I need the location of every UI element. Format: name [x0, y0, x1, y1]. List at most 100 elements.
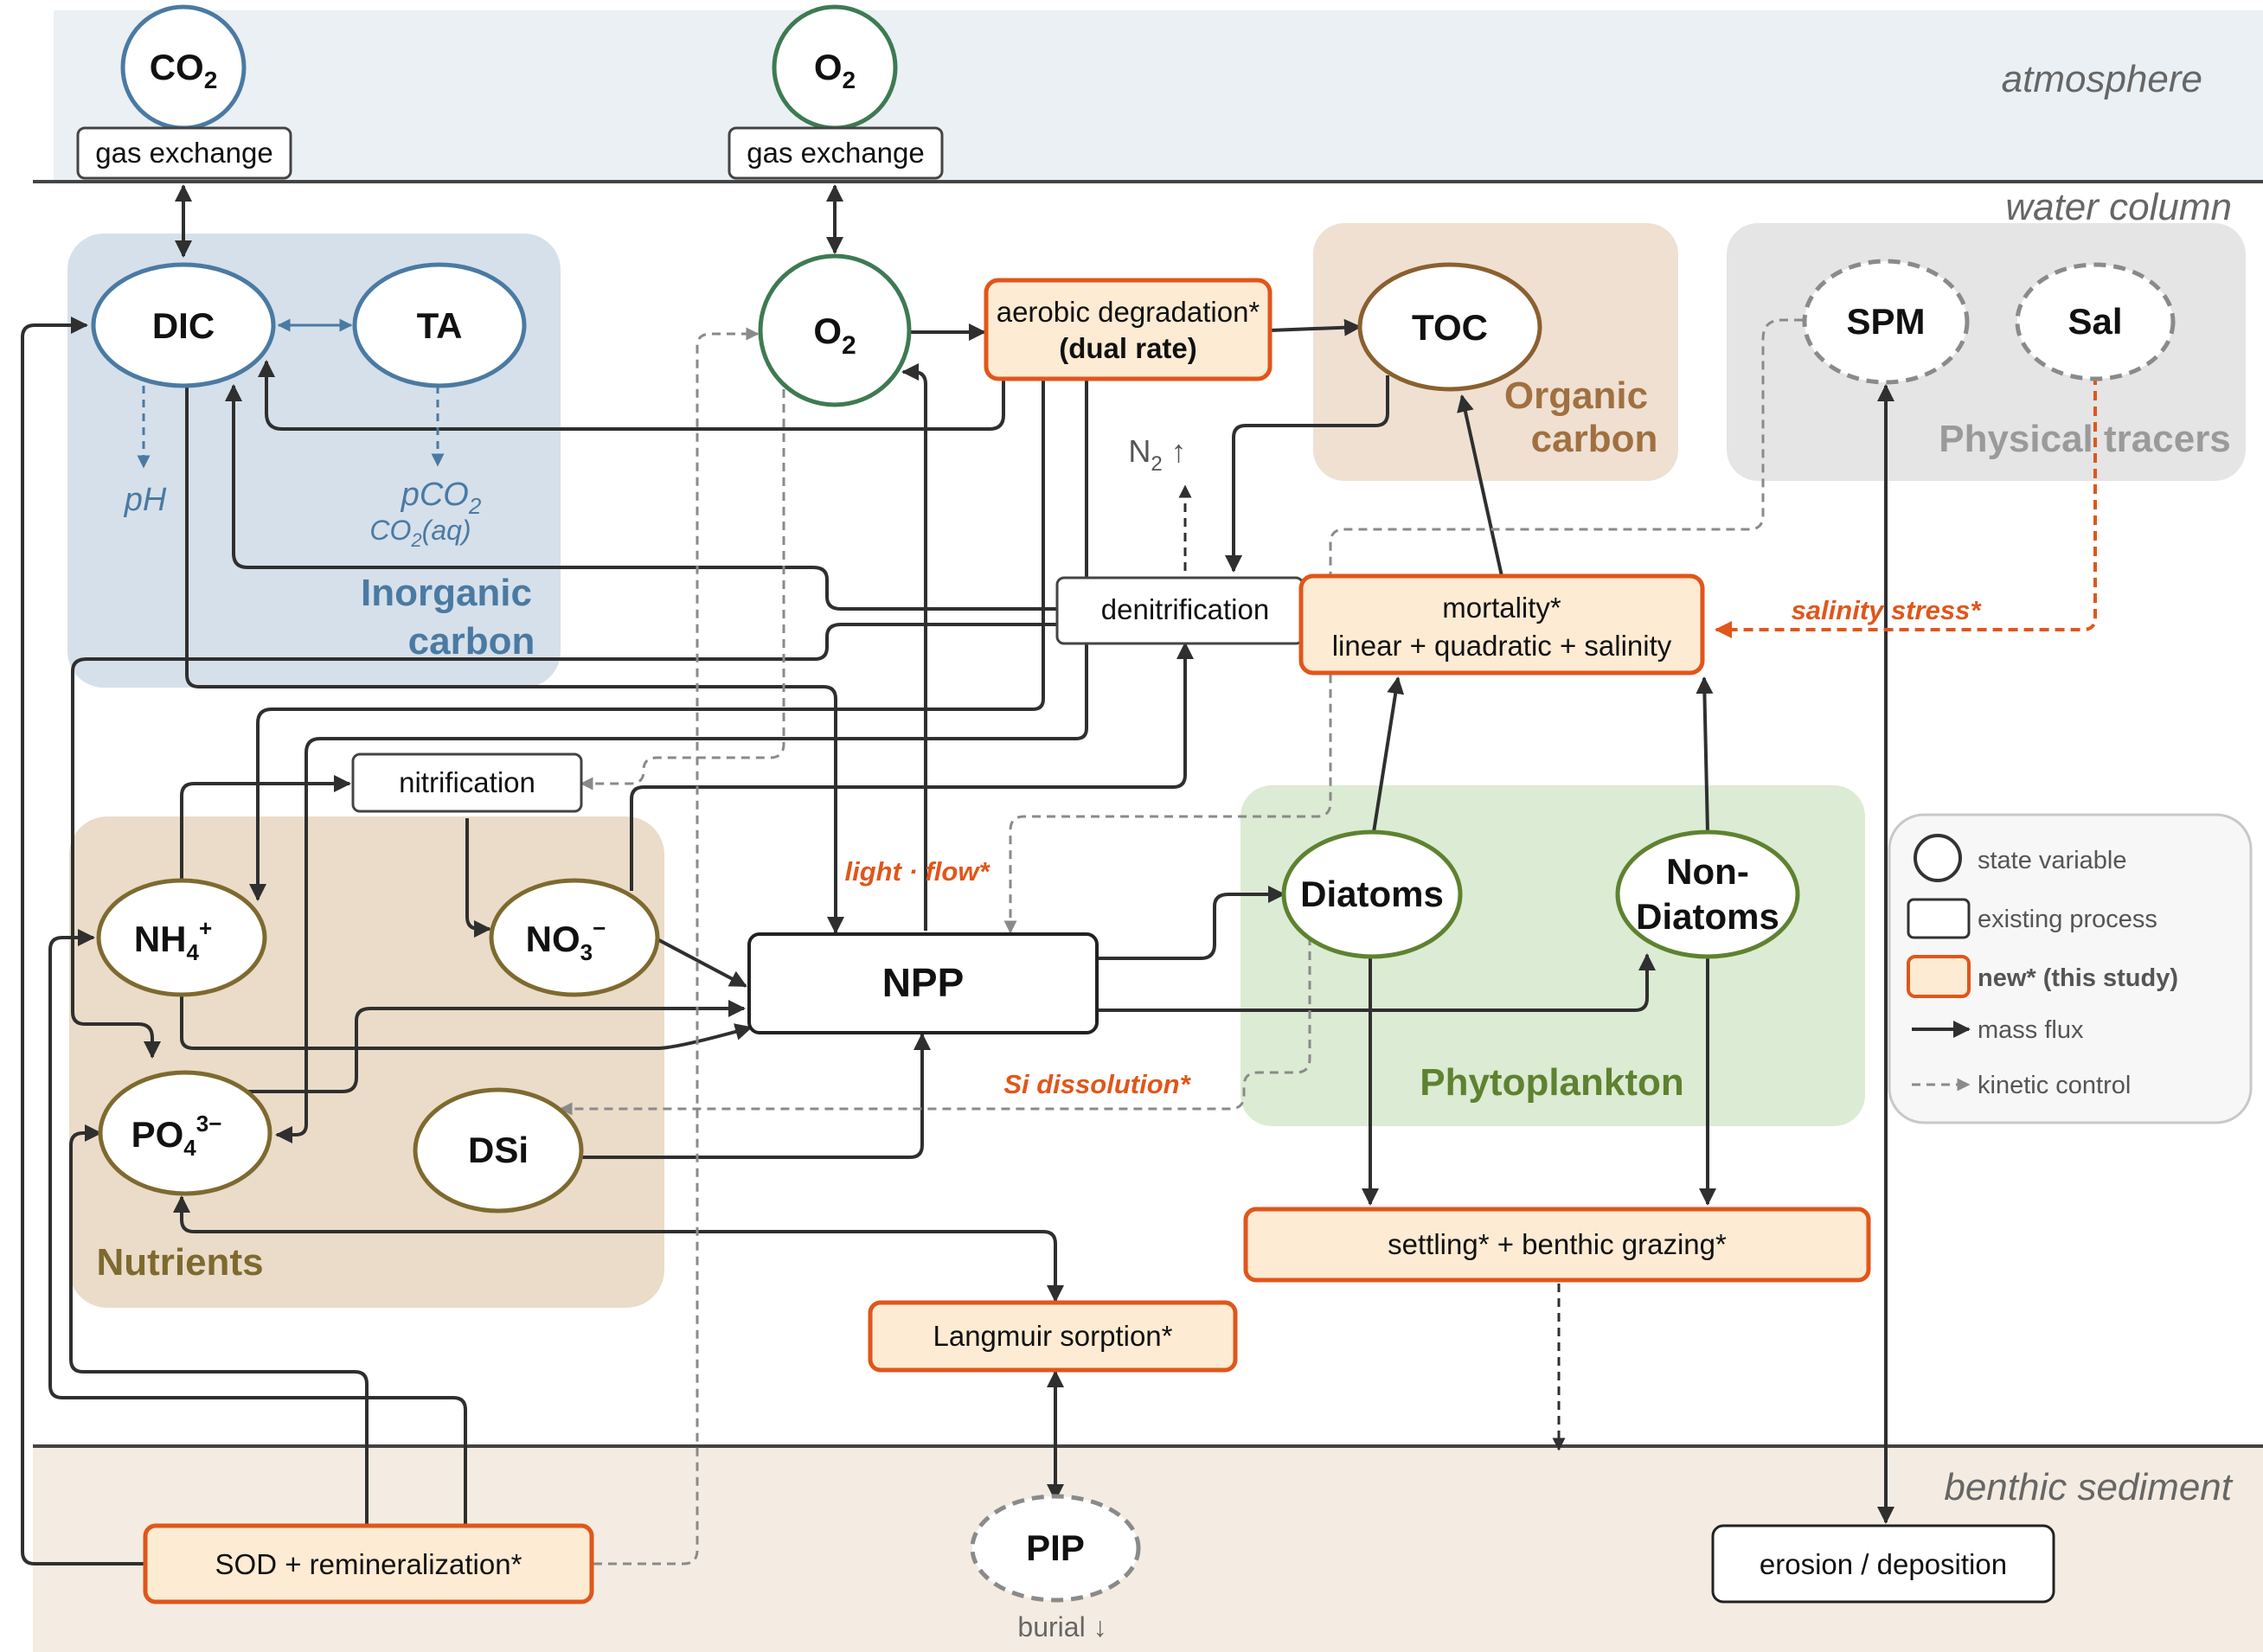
po4-to-npp-flux [247, 1000, 746, 1093]
nutrients-label: Nutrients [96, 1241, 263, 1284]
legend-kinetic-control-label: kinetic control [1978, 1072, 2131, 1099]
legend-existing-process-label: existing process [1978, 906, 2157, 933]
denitrification-to-dic-flux [225, 384, 1057, 611]
ph-label: pH [124, 482, 167, 518]
mortality-label: mortality* [1442, 592, 1561, 624]
no3-to-denitrification-flux [630, 642, 1194, 891]
mortality-sublabel: linear + quadratic + salinity [1332, 630, 1672, 662]
si-dissolution-label: Si dissolution* [1003, 1069, 1191, 1099]
dic-label: DIC [152, 305, 215, 346]
light-flow-label: light · flow* [844, 856, 990, 887]
gas-exchange-o2-box [728, 126, 944, 180]
aerobic-to-toc-flux [1269, 318, 1362, 336]
toc-label: TOC [1412, 307, 1488, 348]
aerobic-degradation-box [984, 278, 1273, 381]
sod-to-po4-flux [69, 1124, 369, 1524]
legend-new-process-label: new* (this study) [1978, 964, 2178, 992]
legend-existing-process-icon [1907, 898, 1971, 939]
o2-water-node [758, 253, 912, 407]
no3-node [489, 878, 660, 997]
pip-label: PIP [1026, 1527, 1085, 1568]
nitrification-box [351, 752, 583, 813]
no3-label: NO3− [526, 915, 606, 965]
diatoms-to-mortality-flux [1372, 676, 1405, 833]
sal-to-mortality-control [1715, 375, 2097, 638]
aerobic-to-nh4-flux [249, 379, 1045, 901]
o2-to-nitrification-control [580, 389, 785, 791]
water-column-label: water column [2005, 186, 2232, 228]
gas-exchange-co2-box [76, 126, 292, 180]
npp-to-diatoms-flux [1099, 886, 1285, 960]
legend-state-variable-label: state variable [1978, 847, 2127, 874]
po4-langmuir-flux [173, 1195, 1064, 1303]
settling-label: settling* + benthic grazing* [1388, 1228, 1727, 1260]
mortality-to-toc-flux [1457, 394, 1503, 577]
dsi-to-npp-flux [578, 1033, 931, 1159]
settling-box [1243, 1207, 1871, 1283]
non-diatoms-to-mortality-flux [1696, 676, 1714, 833]
spm-label: SPM [1846, 301, 1925, 342]
aerobic-to-po4-flux [275, 379, 1088, 1143]
pco2-label: pCO2 [401, 477, 482, 519]
gas-exchange-co2-label: gas exchange [95, 137, 273, 169]
mass-flux-lines [21, 184, 1894, 1566]
o2-atm-label: O2 [814, 47, 856, 93]
diatoms-node [1281, 829, 1463, 959]
burial-label: burial ↓ [1017, 1611, 1106, 1642]
carbonate-system-links [137, 318, 445, 469]
non-diatoms-label-line2: Diatoms [1636, 896, 1779, 937]
nh4-to-npp-flux [180, 995, 753, 1050]
toc-node [1357, 262, 1542, 392]
sod-to-dic-flux [21, 317, 144, 1566]
inorganic-carbon-label-line2: carbon [408, 620, 535, 663]
nh4-node [96, 878, 267, 997]
o2-water-label: O2 [813, 311, 856, 360]
nitrification-to-no3-flux [465, 818, 491, 938]
erosion-deposition-label: erosion / deposition [1760, 1548, 2007, 1580]
npp-label: NPP [882, 960, 965, 1005]
po4-node [98, 1070, 272, 1196]
nh4-label: NH4+ [134, 915, 212, 965]
legend-box [1888, 813, 2253, 1124]
langmuir-sorption-box [868, 1300, 1238, 1373]
spm-node [1802, 259, 1970, 385]
sal-label: Sal [2067, 301, 2122, 342]
pip-node [970, 1494, 1141, 1603]
non-diatoms-node [1615, 829, 1800, 959]
organic-carbon-label-line1: Organic [1504, 375, 1648, 417]
inorganic-carbon-label-line1: Inorganic [361, 572, 532, 614]
no3-to-npp-flux [657, 938, 747, 988]
sal-node [2015, 262, 2176, 381]
salinity-stress-label: salinity stress* [1792, 595, 1983, 625]
dic-node [91, 262, 276, 388]
legend: state variable existing process new* (th… [1888, 813, 2253, 1124]
diatoms-to-dsi-control [559, 922, 1311, 1116]
organic-carbon-label-line2: carbon [1531, 418, 1658, 460]
aerobic-degradation-label: aerobic degradation* [997, 296, 1260, 328]
dsi-label: DSi [468, 1130, 529, 1170]
sod-remineralization-label: SOD + remineralization* [215, 1548, 522, 1580]
mortality-box [1298, 573, 1705, 676]
npp-to-o2-flux [901, 363, 927, 931]
co2aq-label: CO2(aq) [369, 515, 471, 551]
legend-mass-flux-label: mass flux [1978, 1016, 2084, 1044]
spm-to-npp-control [1003, 318, 1803, 934]
atmosphere-zone [54, 10, 2263, 182]
aerobic-degradation-sublabel: (dual rate) [1059, 332, 1197, 364]
sod-to-nh4-flux [48, 929, 467, 1524]
diatoms-label: Diatoms [1300, 874, 1444, 914]
n2-label: N2↑ [1128, 433, 1186, 476]
denitrification-label: denitrification [1101, 593, 1269, 625]
legend-state-variable-icon [1914, 834, 1962, 882]
kinetic-control-lines [559, 318, 2097, 1566]
ta-label: TA [417, 305, 463, 346]
gas-exchange-o2-label: gas exchange [747, 137, 925, 169]
legend-new-process-icon [1907, 955, 1971, 998]
aerobic-to-dic-flux [258, 360, 1005, 431]
po4-label: PO43− [131, 1111, 222, 1161]
npp-to-non-diatoms-flux [1099, 953, 1656, 1012]
atmosphere-label: atmosphere [2002, 58, 2202, 100]
erosion-deposition-box [1711, 1524, 2055, 1604]
nh4-to-nitrification-flux [180, 775, 351, 882]
